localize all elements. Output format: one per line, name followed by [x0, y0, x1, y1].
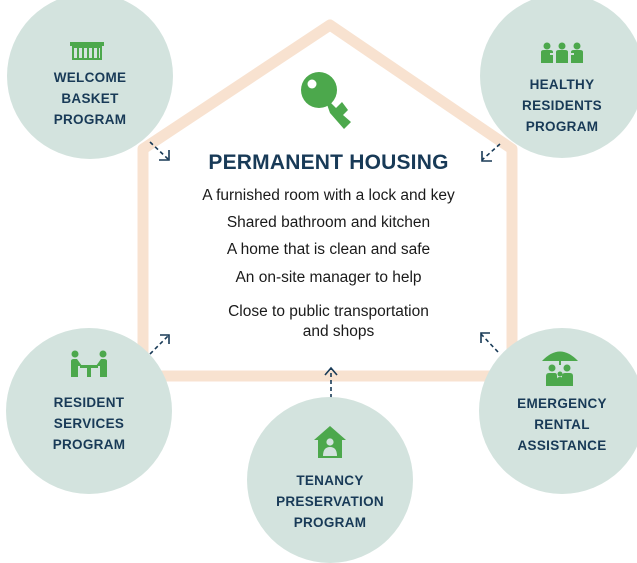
label-line: PROGRAM: [52, 437, 126, 452]
label-line: PROGRAM: [293, 515, 367, 530]
label-line: HEALTHY: [529, 77, 595, 92]
resident-services-program-circle: RESIDENT SERVICES PROGRAM: [6, 328, 172, 494]
arrowhead-emergency: [480, 332, 490, 343]
key-icon: [301, 72, 351, 129]
label-line: PRESERVATION: [276, 494, 384, 509]
page-title: PERMANENT HOUSING: [208, 151, 449, 174]
label-line: PROGRAM: [53, 112, 127, 127]
connector-resident: [149, 335, 169, 355]
label-line: BASKET: [61, 91, 119, 106]
feature-item: and shops: [302, 323, 375, 340]
healthy-residents-program-circle: HEALTHY RESIDENTS PROGRAM: [480, 0, 637, 158]
meeting-table-icon: [71, 350, 107, 377]
umbrella-family-icon: [542, 351, 578, 386]
emergency-rental-assistance-label: EMERGENCY RENTAL ASSISTANCE: [479, 393, 637, 456]
label-line: RESIDENT: [53, 395, 125, 410]
emergency-rental-assistance-circle: EMERGENCY RENTAL ASSISTANCE: [479, 328, 637, 494]
house-outline: [137, 19, 518, 382]
people-group-icon: [541, 42, 583, 63]
label-line: RENTAL: [534, 417, 590, 432]
tenancy-preservation-program-circle: TENANCY PRESERVATION PROGRAM: [247, 397, 413, 563]
feature-item: Close to public transportation: [228, 303, 429, 320]
feature-item: An on-site manager to help: [235, 269, 422, 286]
feature-item: Shared bathroom and kitchen: [226, 214, 431, 231]
label-line: RESIDENTS: [522, 98, 602, 113]
arrowhead-resident: [160, 334, 170, 344]
label-line: WELCOME: [53, 70, 127, 85]
house-person-icon: [314, 426, 346, 458]
label-line: PROGRAM: [525, 119, 599, 134]
label-line: TENANCY: [296, 473, 364, 488]
label-line: SERVICES: [53, 416, 125, 431]
feature-item: A furnished room with a lock and key: [202, 187, 455, 204]
healthy-residents-program-label: HEALTHY RESIDENTS PROGRAM: [480, 74, 637, 137]
basket-icon: [70, 42, 104, 60]
arrowhead-healthy: [481, 151, 492, 162]
arrowhead-tenancy: [324, 366, 338, 376]
feature-item: A home that is clean and safe: [226, 241, 431, 258]
welcome-basket-program-label: WELCOME BASKET PROGRAM: [7, 67, 173, 130]
tenancy-preservation-program-label: TENANCY PRESERVATION PROGRAM: [247, 470, 413, 533]
label-line: ASSISTANCE: [517, 438, 607, 453]
welcome-basket-program-circle: WELCOME BASKET PROGRAM: [7, 0, 173, 159]
resident-services-program-label: RESIDENT SERVICES PROGRAM: [6, 392, 172, 455]
label-line: EMERGENCY: [517, 396, 607, 411]
arrowhead-welcome: [159, 150, 170, 161]
